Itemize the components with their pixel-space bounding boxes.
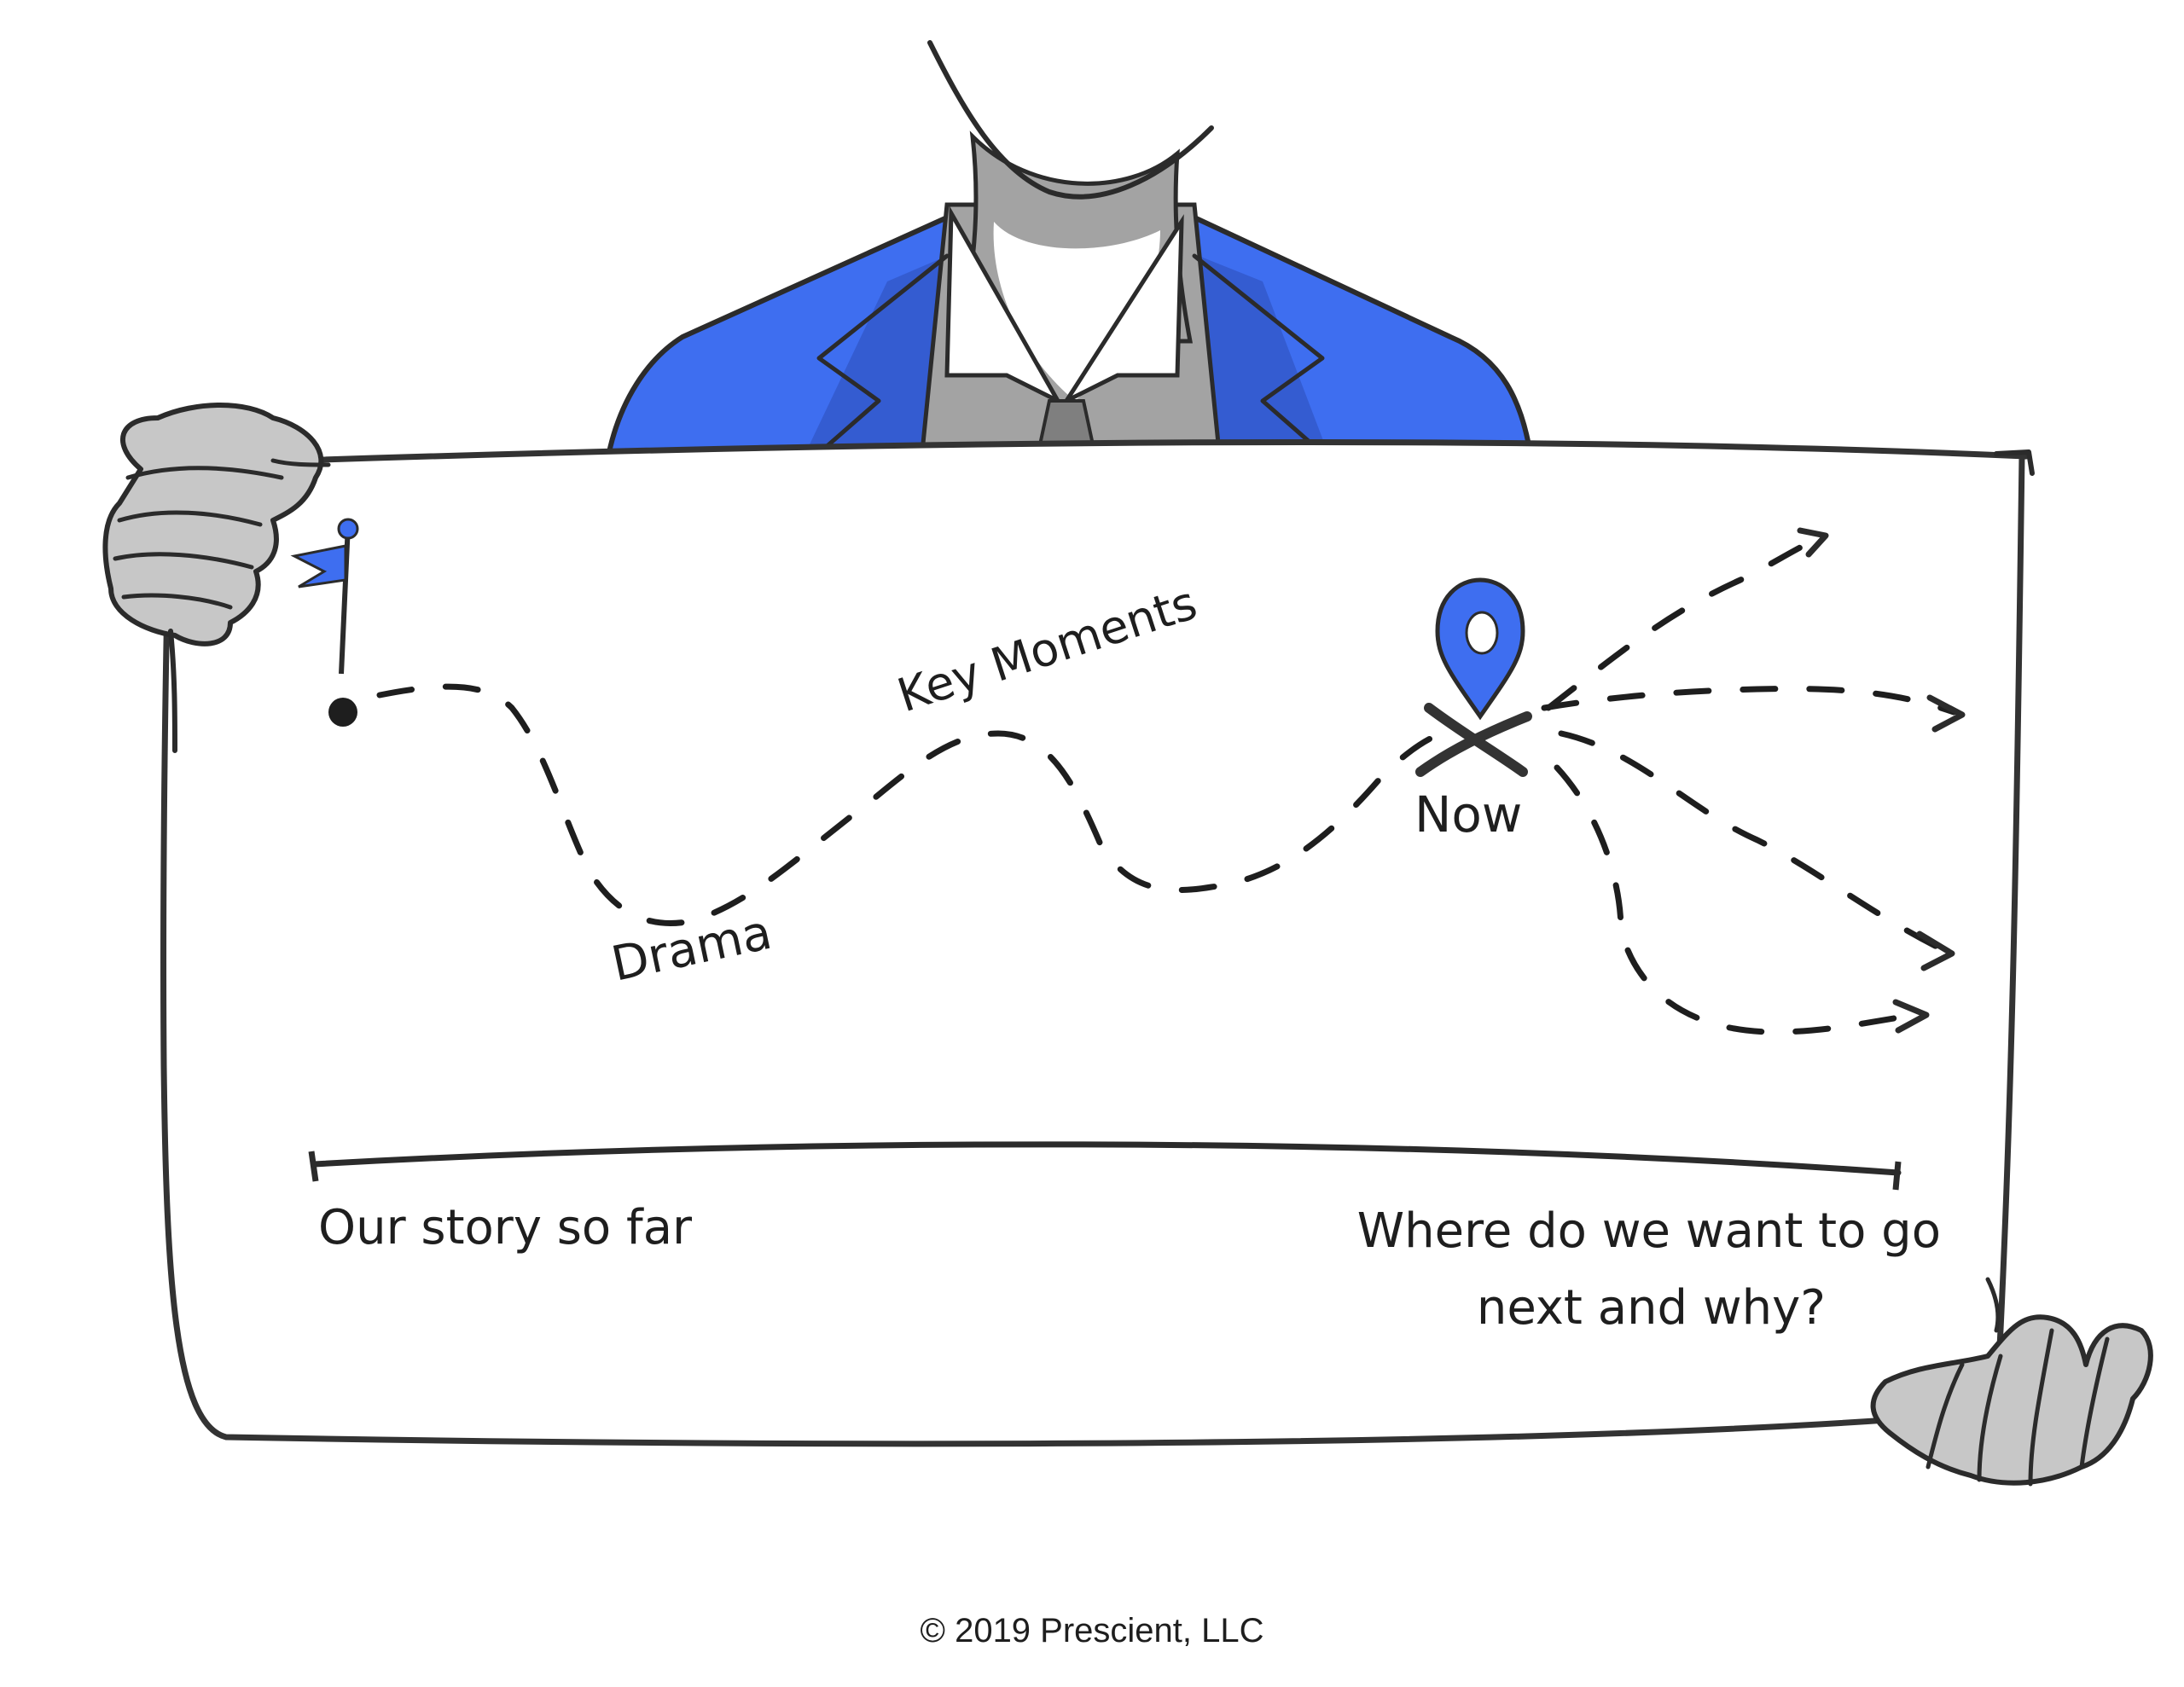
arrow-1	[1797, 527, 1829, 558]
timeline-start-tick	[308, 1151, 319, 1182]
jaw-line	[927, 40, 1214, 200]
label-now: Now	[1414, 786, 1522, 844]
timeline	[311, 1141, 1902, 1176]
arrow-3	[1916, 930, 1955, 971]
jacket-shade-right	[1199, 256, 1331, 461]
arrow-2	[1926, 694, 1966, 733]
shirt-front	[993, 222, 1160, 401]
x-mark-icon	[1415, 703, 1532, 777]
person	[604, 40, 1535, 463]
label-where-next-line1: Where do we want to go	[1357, 1203, 1941, 1259]
arrow-4	[1892, 999, 1930, 1034]
right-hand	[1870, 1277, 2153, 1487]
timeline-end-tick	[1892, 1161, 1902, 1191]
collar-left	[944, 205, 1064, 406]
future-path-1	[1545, 534, 1825, 711]
journey-path	[376, 683, 1445, 926]
label-where-next-line2: next and why?	[1477, 1280, 1826, 1336]
jacket-shade-left	[802, 256, 947, 461]
label-story-so-far: Our story so far	[318, 1200, 693, 1255]
future-path-2	[1541, 686, 1957, 716]
left-hand	[102, 403, 331, 753]
collar-right	[1060, 214, 1184, 407]
board-corner-mark	[1994, 449, 2035, 476]
flag-icon	[290, 518, 359, 675]
lapel-right	[1192, 253, 1333, 463]
location-pin-icon	[1435, 577, 1525, 721]
future-path-4	[1554, 764, 1923, 1035]
future-path-3	[1558, 730, 1949, 954]
start-dot	[328, 698, 357, 727]
copyright-notice: © 2019 Prescient, LLC	[920, 1612, 1264, 1649]
lapel-left	[808, 253, 950, 463]
